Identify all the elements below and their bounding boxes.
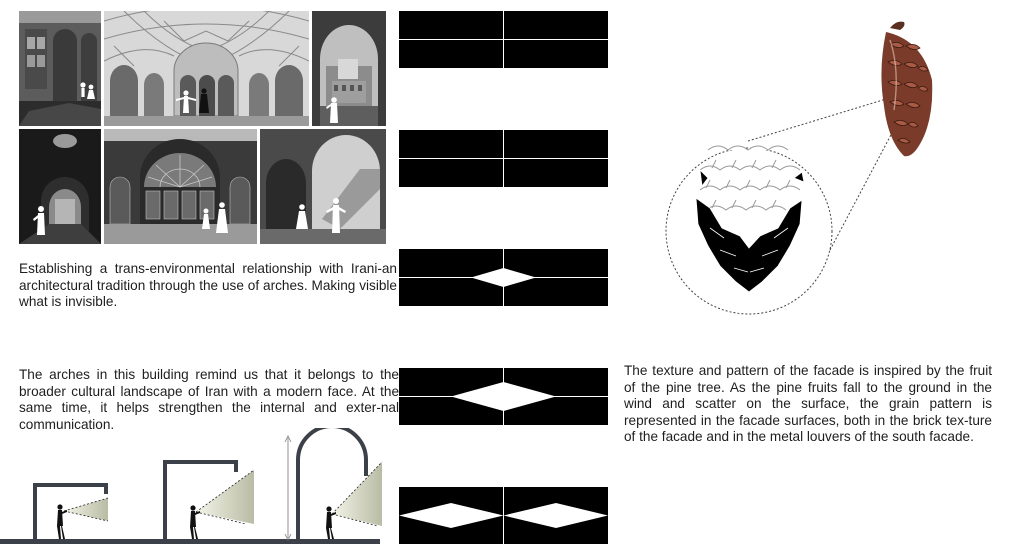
zoom-guide-line [747, 95, 897, 142]
photo-arched-window-view [312, 11, 386, 126]
pine-scales-outline [699, 145, 801, 211]
pine-cone-photo [881, 21, 933, 157]
pattern-tile-5 [399, 487, 608, 544]
arches-detail-text: The arches in this building remind us th… [19, 367, 399, 432]
pattern-tile-2 [399, 130, 608, 187]
arches-intro-text: Establishing a trans-environmental relat… [19, 261, 397, 310]
frame-flat-tall [163, 460, 238, 539]
zoom-guide-line [829, 113, 903, 251]
pattern-tile-3 [399, 249, 608, 306]
pine-cone-diagram [665, 21, 933, 315]
person-figure-2 [190, 505, 200, 539]
ground-line [0, 539, 380, 544]
person-figure-3 [326, 506, 336, 539]
pine-texture-text: The texture and pattern of the facade is… [624, 363, 992, 445]
light-cone-2 [196, 470, 254, 524]
photo-arched-passage [260, 129, 386, 244]
photo-dark-corridor [19, 129, 101, 244]
photo-stained-glass-room [104, 129, 257, 244]
pattern-tile-4 [399, 368, 608, 425]
pine-scales-solid [695, 168, 805, 293]
light-cone-1 [64, 498, 108, 521]
frame-flat-small [33, 483, 108, 539]
light-cone-3 [332, 462, 382, 526]
zoom-circle [665, 147, 833, 315]
photo-courtyard-facade [19, 11, 101, 126]
frame-arch [296, 428, 368, 539]
person-figure-1 [57, 504, 67, 539]
photo-muqarnas-hall [104, 11, 309, 126]
pattern-tile-1 [399, 11, 608, 68]
arch-section-diagram [0, 428, 383, 544]
